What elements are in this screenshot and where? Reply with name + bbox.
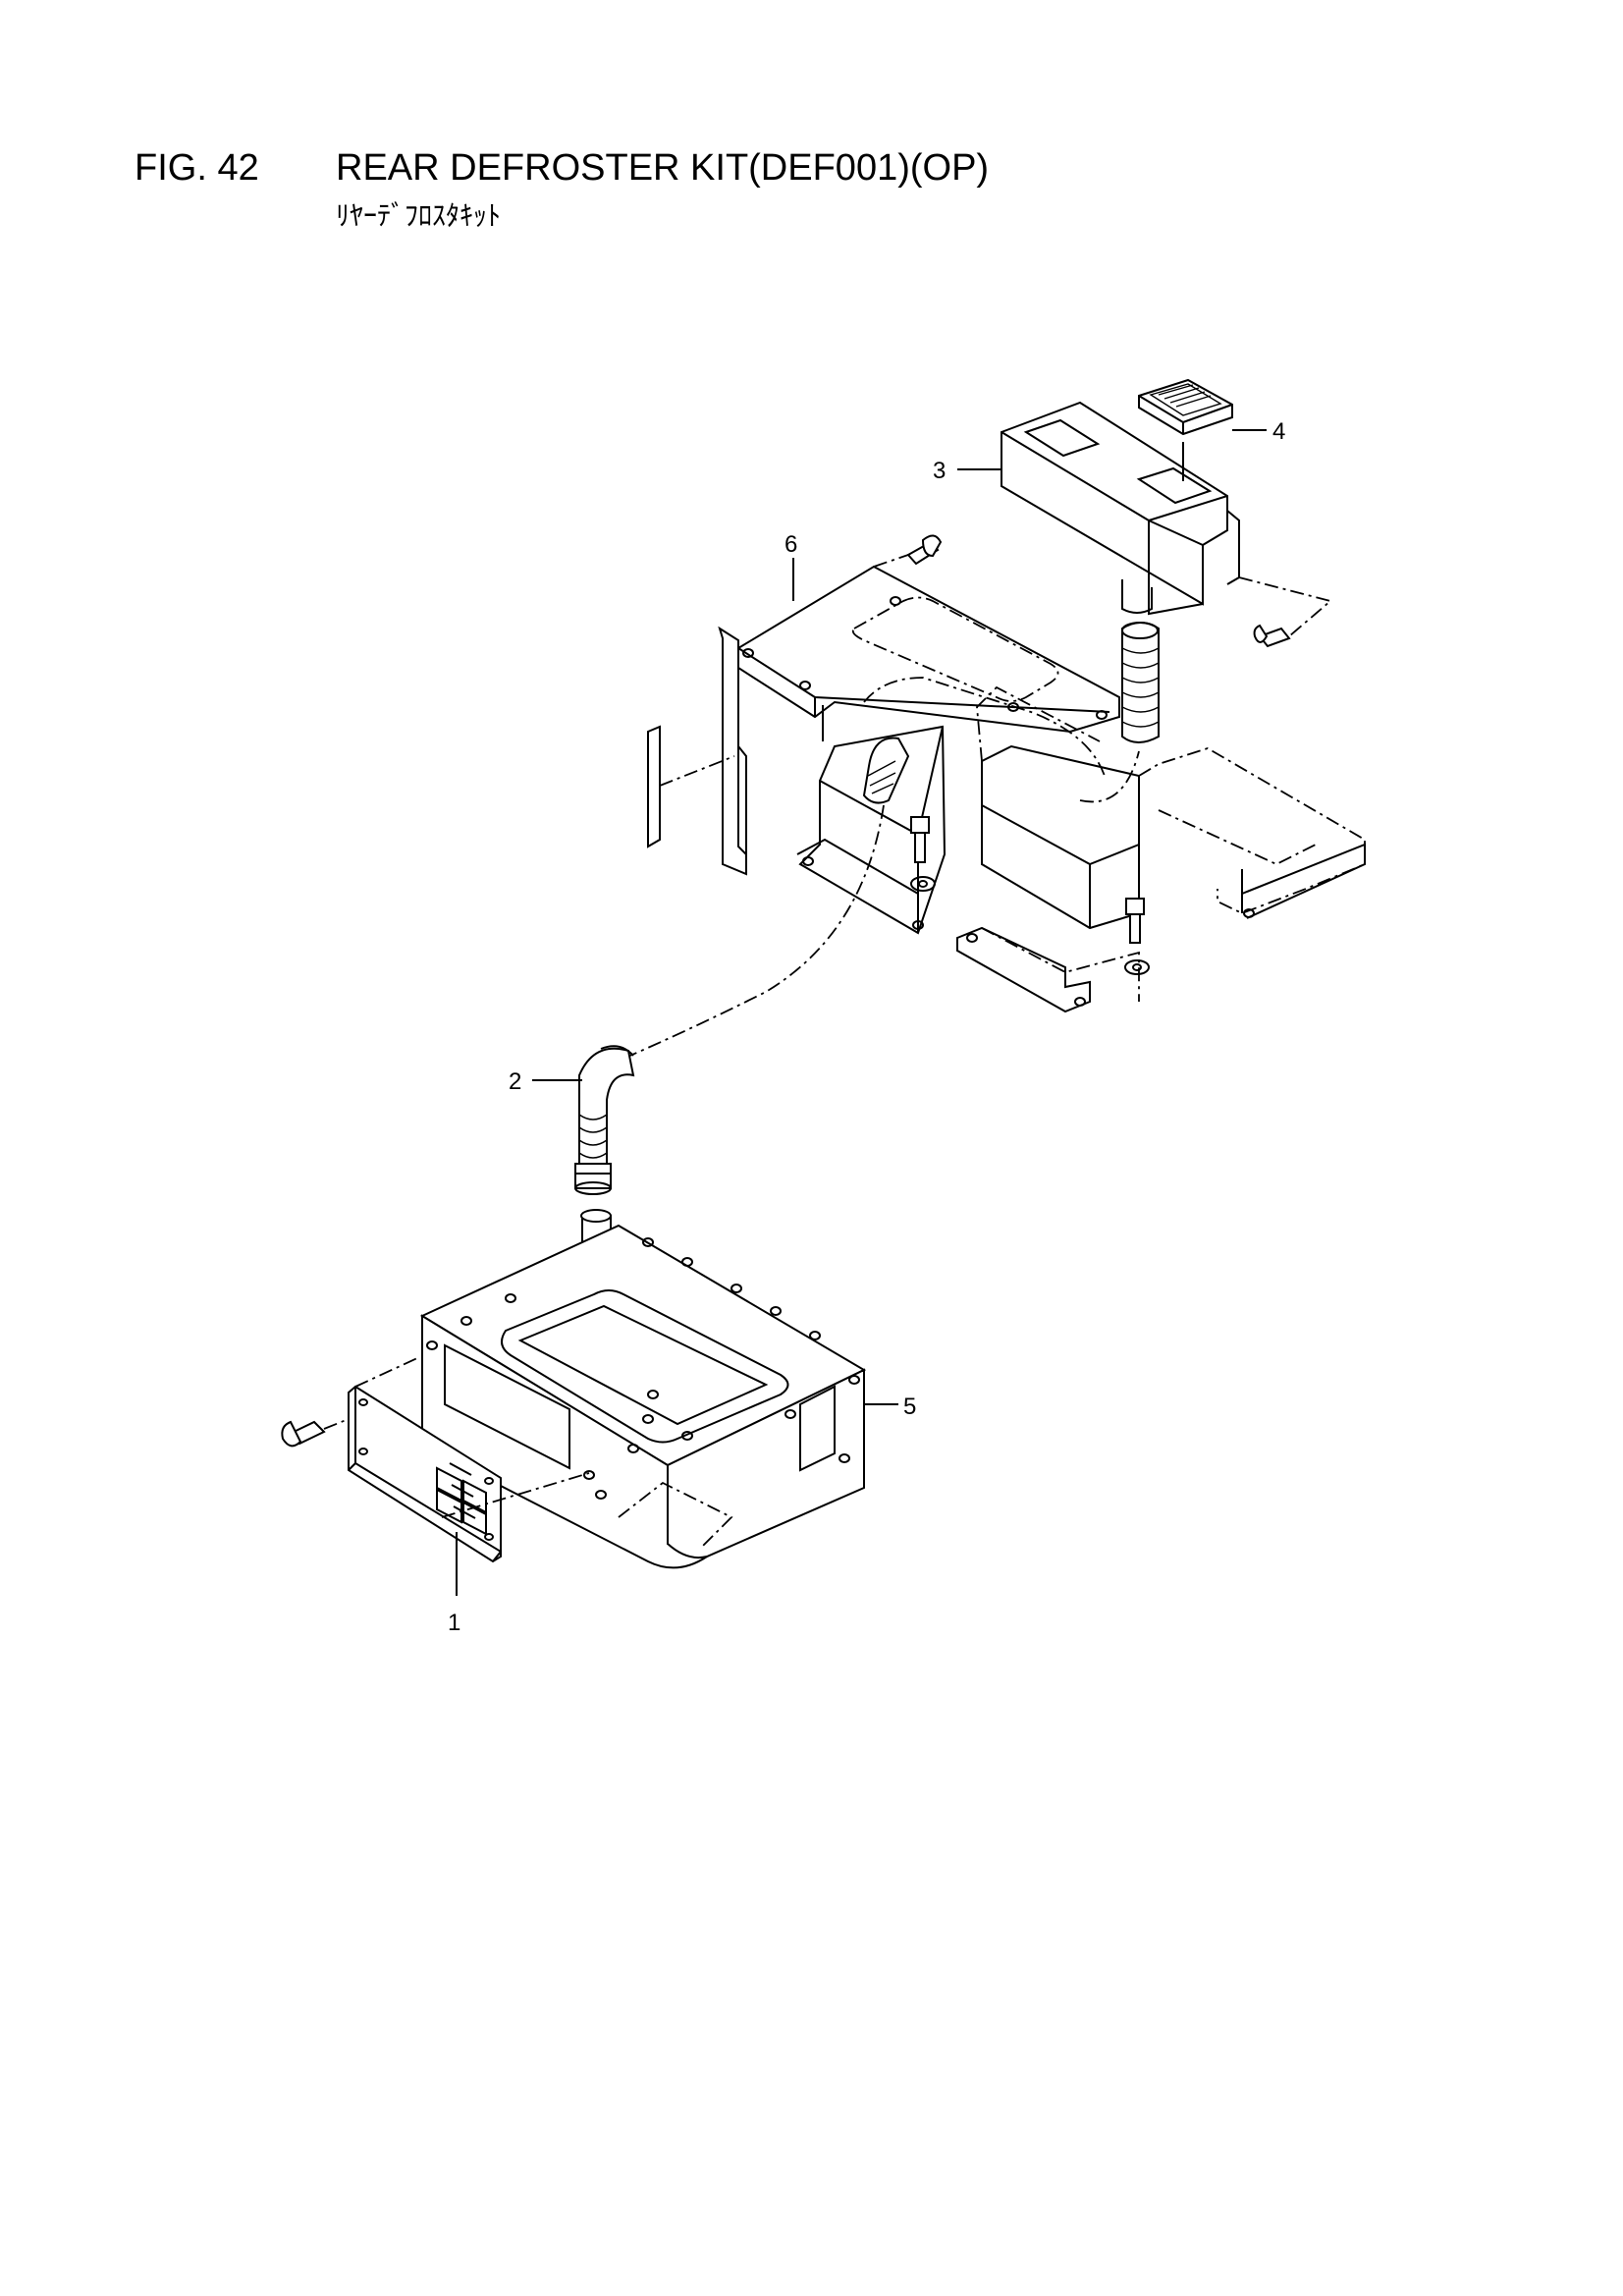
right-duct-hose [1121,622,1160,743]
grille-part [1138,378,1233,481]
duct-assembly [796,677,1366,1013]
callout-2: 2 [509,1068,521,1095]
callout-6: 6 [784,531,797,558]
screw-top-right [1238,576,1332,648]
callout-4: 4 [1272,418,1285,445]
callout-5: 5 [903,1394,916,1420]
switch-panel-part [348,1357,590,1563]
figure-title: REAR DEFROSTER KIT(DEF001)(OP) [336,147,990,189]
bolt-washer-left [910,816,936,892]
side-panel-outline [647,725,735,848]
bolt-washer-right [1124,898,1150,975]
callout-1: 1 [448,1610,460,1636]
defroster-unit-part [1001,401,1240,616]
figure-subtitle: ﾘﾔｰﾃﾞﾌﾛｽﾀｷｯﾄ [336,199,502,232]
elbow-hose-part [574,1045,635,1195]
screw-left [281,1418,350,1448]
figure-number: FIG. 42 [135,147,259,189]
bracket-cover-part [718,565,1120,876]
hose-route-line [618,804,885,1062]
callout-3: 3 [933,458,946,484]
leader-lines [456,429,1267,1596]
screw-top-center [873,534,943,568]
left-duct-hose [862,737,910,804]
base-box-part [419,1209,867,1569]
